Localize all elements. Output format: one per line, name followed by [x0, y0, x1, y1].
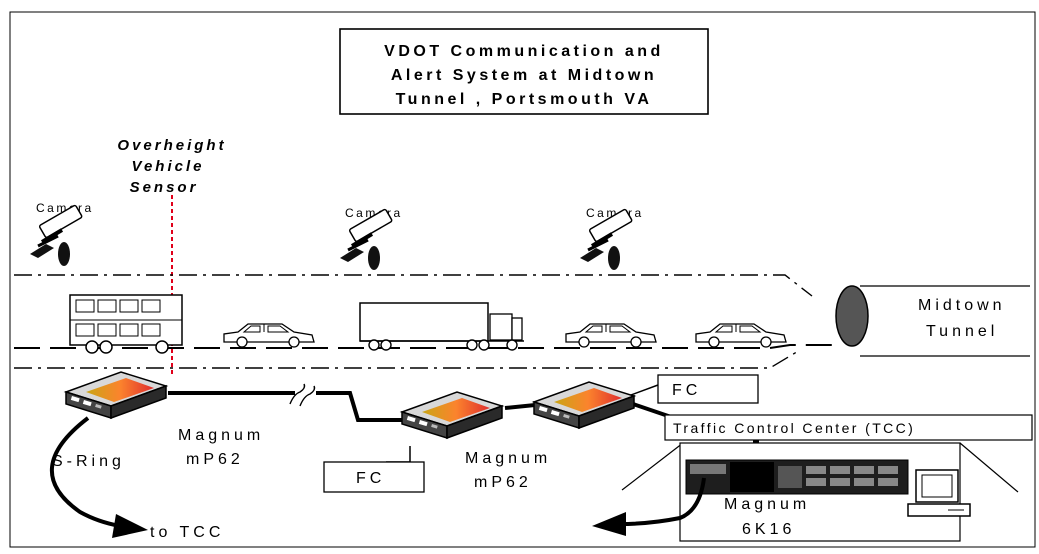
- to-tcc-label: to TCC: [150, 524, 224, 541]
- sensor-line-1: Overheight: [117, 137, 226, 154]
- fc-label-upper: FC: [672, 382, 701, 399]
- tunnel-label-2: Tunnel: [926, 323, 998, 340]
- device-mid-line-2: mP62: [474, 474, 532, 491]
- car-icon: [223, 323, 315, 348]
- device-left-line-2: mP62: [186, 451, 244, 468]
- fc-label-lower: FC: [356, 470, 385, 487]
- title-box: VDOT Communication and Alert System at M…: [339, 28, 709, 115]
- fc-box-upper: FC: [657, 374, 759, 404]
- tcc-return-arrow: [592, 477, 706, 536]
- s-ring-arrow: [50, 416, 148, 538]
- tcc-label-box: [664, 414, 1033, 441]
- switch-icon: [65, 371, 167, 419]
- fc-box-lower: FC: [323, 461, 425, 493]
- tcc-label: Traffic Control Center (TCC): [673, 420, 915, 436]
- tunnel-portal-icon: [835, 285, 869, 347]
- device-mid-line-1: Magnum: [465, 450, 551, 467]
- switch-icon: [401, 391, 503, 439]
- device-left-line-1: Magnum: [178, 427, 264, 444]
- car-icon: [565, 323, 657, 348]
- sensor-line-2: Vehicle: [132, 158, 205, 175]
- switch-icon: [533, 381, 635, 429]
- bus-icon: [69, 294, 183, 354]
- overheight-sensor-label: Overheight Vehicle Sensor: [117, 137, 226, 196]
- car-icon: [695, 323, 787, 348]
- title-line-3: Tunnel , Portsmouth VA: [396, 91, 653, 108]
- sensor-line-3: Sensor: [130, 179, 199, 196]
- title-line-2: Alert System at Midtown: [391, 67, 657, 84]
- outer-frame: [9, 11, 1036, 548]
- road: [14, 274, 1030, 369]
- computer-icon: [907, 469, 971, 517]
- truck-icon: [359, 302, 524, 351]
- rack-switch-icon: [685, 459, 909, 495]
- s-ring-label: S-Ring: [52, 453, 125, 470]
- tunnel-label-1: Midtown: [918, 297, 1006, 314]
- title-line-1: VDOT Communication and: [384, 43, 664, 60]
- device-tcc-line-2: 6K16: [742, 521, 795, 538]
- device-tcc-line-1: Magnum: [724, 496, 810, 513]
